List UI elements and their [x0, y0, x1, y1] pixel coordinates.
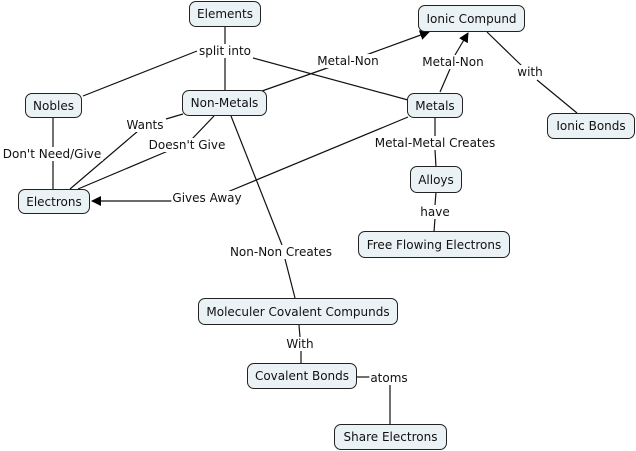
line-wants-electrons	[69, 130, 139, 190]
node-metals[interactable]: Metals	[407, 93, 463, 118]
line-nonmetals-doesntgive	[191, 115, 215, 140]
line-metalnon-ionic	[365, 30, 430, 56]
line-split-nobles	[82, 50, 198, 97]
line-nonmetals-metalnon	[261, 66, 331, 92]
link-label-atoms: atoms	[369, 371, 409, 385]
line-with-ionicbonds	[536, 79, 578, 114]
line-ionic-with	[486, 31, 523, 67]
link-label-split-into: split into	[197, 44, 253, 58]
line-metals-givesaway	[224, 116, 409, 194]
line-doesntgive-electrons	[77, 150, 169, 190]
node-ionic-compund[interactable]: Ionic Compund	[418, 5, 525, 32]
link-label-dont-need-give: Don't Need/Give	[1, 147, 103, 161]
line-nonmetals-nonnon	[230, 115, 283, 246]
link-label-doesnt-give: Doesn't Give	[147, 138, 227, 152]
link-label-non-non-creates: Non-Non Creates	[228, 245, 334, 259]
line-metals-metalnon2	[439, 68, 451, 93]
node-covalent-bonds[interactable]: Covalent Bonds	[247, 363, 357, 389]
node-elements[interactable]: Elements	[189, 1, 261, 27]
node-nobles[interactable]: Nobles	[25, 93, 82, 118]
link-label-metal-metal-creates: Metal-Metal Creates	[373, 136, 497, 150]
line-nonmetals-wants	[165, 113, 184, 120]
link-label-wants: Wants	[125, 118, 165, 132]
node-non-metals[interactable]: Non-Metals	[182, 90, 267, 116]
link-label-gives-away: Gives Away	[171, 191, 243, 205]
link-label-have: have	[419, 205, 451, 219]
link-label-metal-non-1: Metal-Non	[316, 54, 380, 68]
line-nonnon-mcc	[284, 258, 296, 299]
link-label-with-covalent: With	[285, 337, 315, 351]
line-alloys-have	[434, 191, 437, 206]
line-metalnon2-ionic	[454, 32, 469, 56]
line-mcc-with	[298, 324, 301, 338]
line-have-ffe	[433, 217, 436, 233]
node-share-electrons[interactable]: Share Electrons	[334, 424, 447, 450]
node-free-flowing-electrons[interactable]: Free Flowing Electrons	[358, 231, 510, 258]
line-split-metals	[252, 57, 409, 101]
line-mmcreates-alloys	[434, 149, 437, 168]
link-label-with-ionic: with	[516, 65, 544, 79]
node-alloys[interactable]: Alloys	[410, 166, 462, 193]
node-moleculer-covalent-compunds[interactable]: Moleculer Covalent Compunds	[198, 298, 398, 325]
node-electrons[interactable]: Electrons	[18, 189, 90, 214]
link-label-metal-non-2: Metal-Non	[421, 55, 485, 69]
node-ionic-bonds[interactable]: Ionic Bonds	[547, 113, 635, 139]
